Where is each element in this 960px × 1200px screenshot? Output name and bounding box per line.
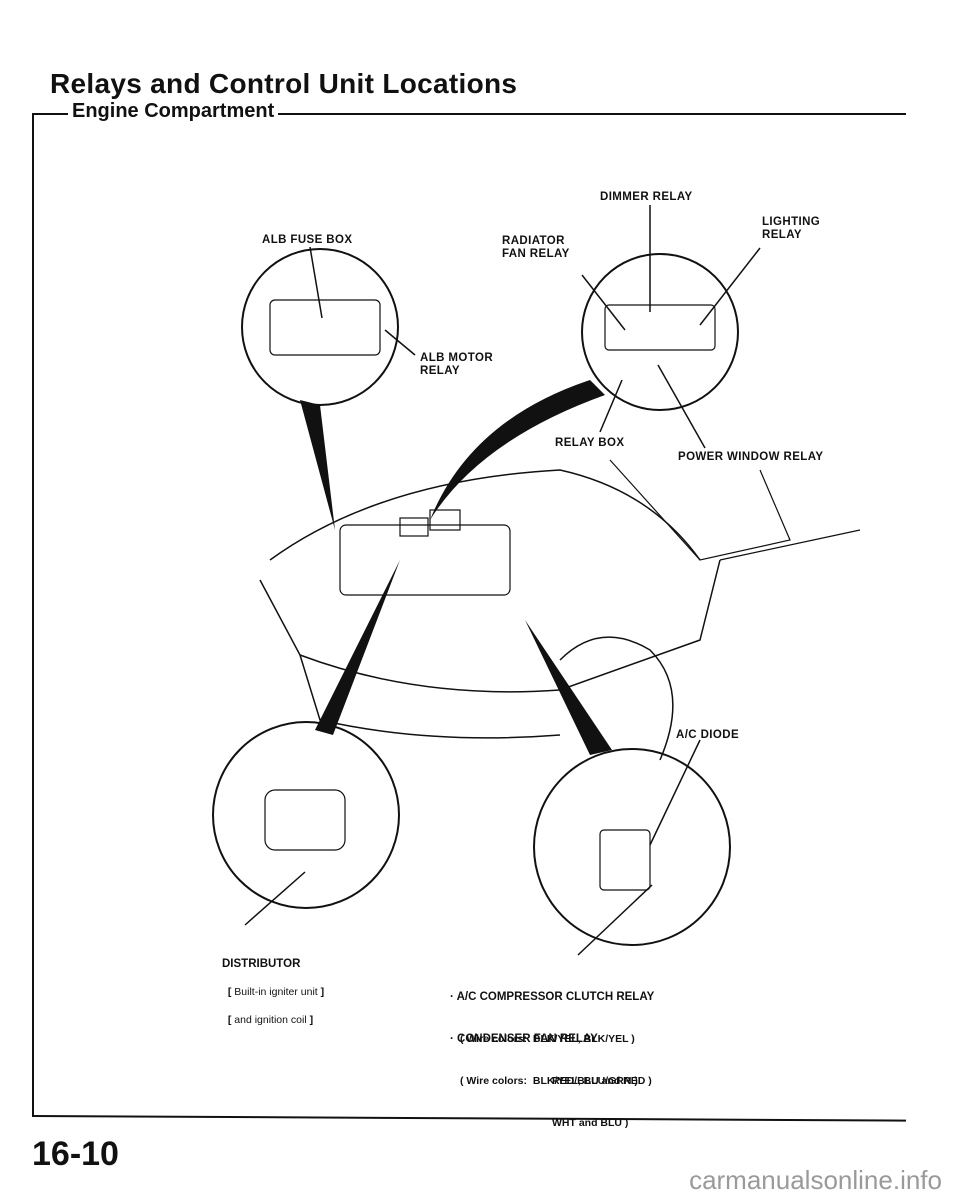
alb-fuse-box-detail-circle (241, 248, 399, 406)
relay-name: · A/C COMPRESSOR CLUTCH RELAY (450, 991, 655, 1003)
wire-colors-line-2: WHT and BLU (552, 1117, 622, 1129)
leader-alb-fuse-box (309, 246, 323, 319)
leader-lighting-relay (699, 247, 761, 326)
label-alb-motor-relay: ALB MOTOR RELAY (420, 352, 494, 377)
frame-left-rule (32, 113, 34, 1115)
wire-colors-label: Wire colors: (466, 1033, 528, 1045)
leader-alb-motor-relay (384, 329, 416, 356)
car-body-outline (259, 559, 721, 693)
distributor-note: [ Built-in igniter unit ] [ and ignition… (227, 986, 325, 1026)
car-wheel-arch (559, 636, 674, 761)
distributor-sketch (264, 789, 346, 851)
wire-colors-line-1: BLK/YEL, BLK/YEL (532, 1033, 629, 1045)
engine-block (339, 524, 511, 596)
leader-radiator-fan-relay (581, 274, 626, 331)
relay-note-condenser-fan: · CONDENSER FAN RELAY ( Wire colors: BLK… (450, 1033, 638, 1129)
distributor-note-line-2: and ignition coil (234, 1014, 307, 1026)
car-windshield-outline (609, 459, 791, 561)
distributor-detail-circle (212, 721, 400, 909)
relay-box-detail-circle (581, 253, 739, 411)
alb-fuse-box-sketch (269, 299, 381, 356)
section-heading: Engine Compartment (68, 100, 279, 123)
relay-name: · CONDENSER FAN RELAY (450, 1033, 598, 1045)
car-hood-outline (269, 469, 701, 561)
leader-ac-diode (649, 739, 701, 846)
car-side-line (719, 529, 861, 561)
callout-wedge-relay-box (430, 380, 605, 520)
relay-box-sketch (604, 304, 716, 351)
ac-relay-detail-circle (533, 748, 731, 946)
callout-wedge-alb (300, 400, 335, 530)
distributor-note-line-1: Built-in igniter unit (234, 986, 318, 998)
label-lighting-relay: LIGHTING RELAY (762, 216, 821, 241)
label-relay-box: RELAY BOX (555, 437, 625, 449)
label-radiator-fan-relay: RADIATOR FAN RELAY (502, 235, 570, 260)
label-dimmer-relay: DIMMER RELAY (600, 191, 693, 203)
label-power-window-relay: POWER WINDOW RELAY (678, 451, 824, 463)
leader-ac-relay (577, 884, 653, 956)
wire-colors-line-2: RED/BLU and RED (552, 1075, 646, 1087)
leader-power-window-relay (657, 364, 706, 449)
watermark: carmanualsonline.info (689, 1165, 942, 1195)
label-distributor: DISTRIBUTOR (222, 958, 301, 970)
callout-wedge-ac (525, 620, 612, 755)
label-ac-diode: A/C DIODE (676, 729, 740, 741)
wire-colors-line-1: BLK/YEL, BLU/GRN (532, 1075, 632, 1087)
relay-note-ac-compressor: · A/C COMPRESSOR CLUTCH RELAY ( Wire col… (450, 991, 655, 1087)
page-title: Relays and Control Unit Locations (50, 68, 518, 99)
frame-top-rule (32, 113, 906, 115)
alb-fuse-box-in-bay (399, 517, 429, 537)
wire-colors-label: Wire colors: (466, 1075, 528, 1087)
ac-relay-sketch (599, 829, 651, 891)
callout-wedge-distributor (315, 560, 400, 735)
label-alb-fuse-box: ALB FUSE BOX (262, 234, 353, 246)
leader-relay-box (599, 379, 623, 433)
page-number: 16-10 (32, 1135, 119, 1173)
leader-distributor (244, 871, 306, 926)
